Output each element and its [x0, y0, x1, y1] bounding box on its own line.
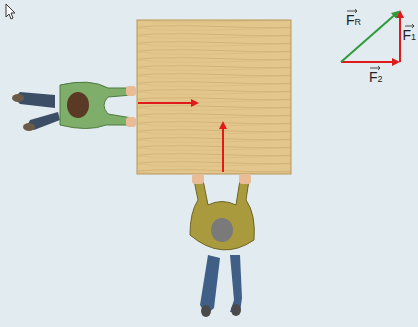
- vector-label: F1: [402, 28, 416, 42]
- vector-f2: [341, 61, 398, 63]
- vector-fr: [341, 12, 398, 62]
- left-person: [12, 82, 136, 131]
- bottom-person: [190, 174, 254, 317]
- vector-label: F2: [369, 70, 383, 84]
- vector-f1: [399, 12, 401, 62]
- force-arrow: [222, 123, 224, 172]
- force-arrow: [138, 102, 197, 104]
- vector-label: FR: [346, 13, 361, 27]
- cursor-icon: [6, 4, 15, 19]
- crate: [137, 20, 291, 174]
